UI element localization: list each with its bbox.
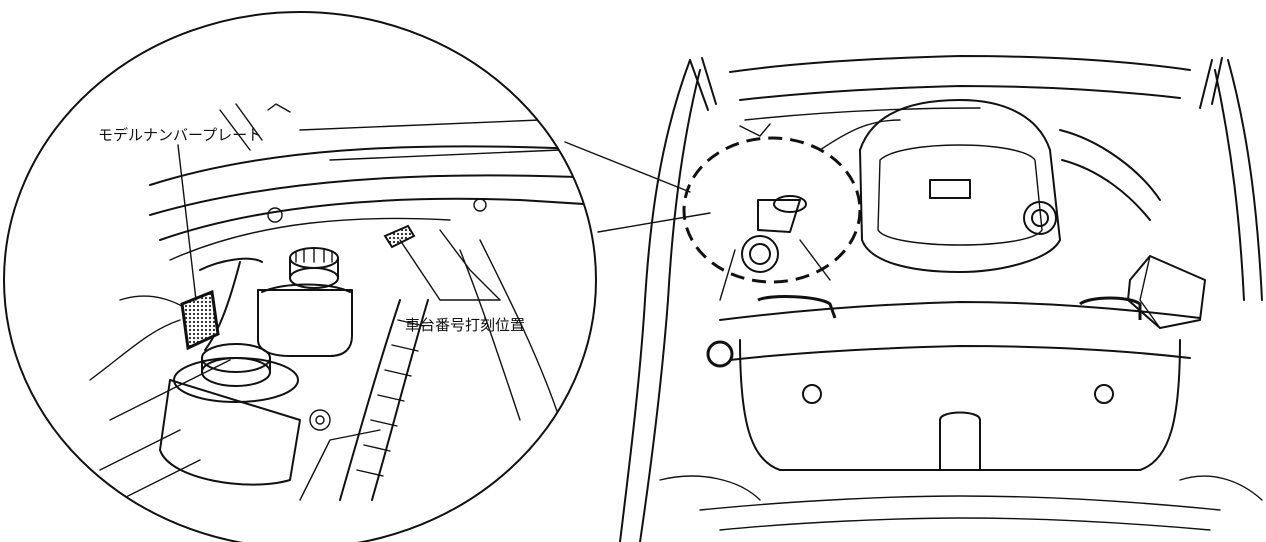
magnified-engine-parts (89, 103, 596, 501)
model-plate-label: モデルナンバープレート (98, 126, 263, 144)
model-plate-leader (177, 144, 197, 301)
model-number-plate (180, 289, 220, 351)
magnifier-circle (3, 11, 597, 542)
magnified-view (3, 11, 597, 542)
callout-line-top (564, 141, 691, 193)
callout-line-bottom (597, 212, 711, 233)
vin-leader (399, 239, 501, 301)
highlight-dashed-circle (682, 136, 862, 284)
engine-bay-view (619, 55, 1263, 542)
vin-stamp-area (383, 224, 416, 249)
vin-position-label: 車台番号打刻位置 (405, 316, 526, 334)
